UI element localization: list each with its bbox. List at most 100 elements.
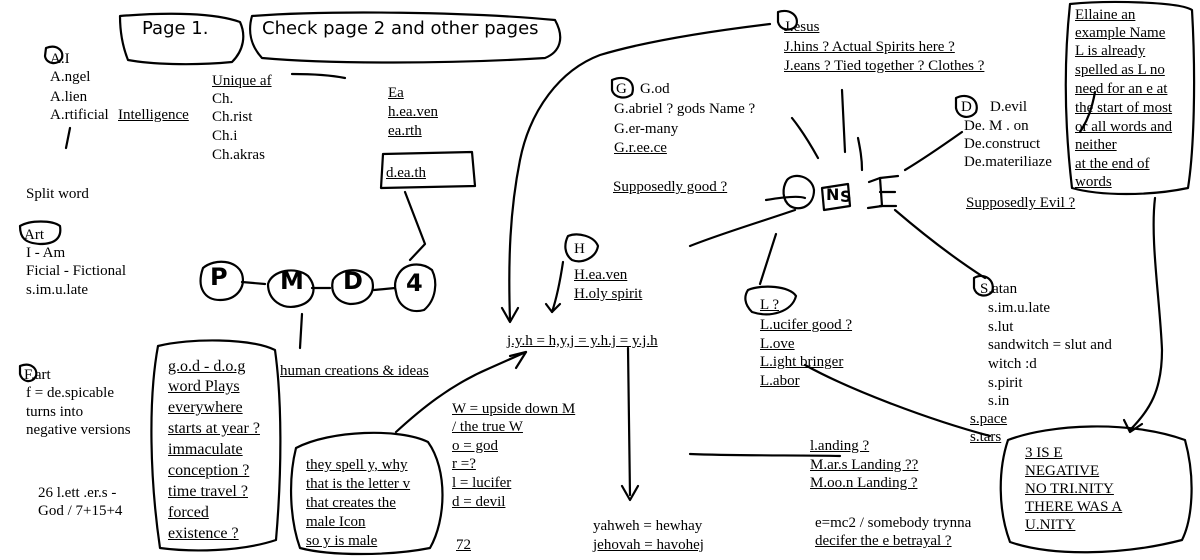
devil-line-3: De.construct (964, 136, 1041, 152)
satan-line-9: s.tars (970, 429, 1002, 445)
supposedly-evil: Supposedly Evil ? (966, 195, 1076, 211)
god-dog-line-1: g.o.d - d.o.g (168, 358, 246, 375)
circle-letter-4: 4 (406, 269, 423, 297)
twenty-six-line-1: 26 l.ett .er.s - (38, 485, 117, 501)
love-label: L ? (760, 297, 780, 313)
landing-line-2: M.ar.s Landing ?? (810, 457, 919, 473)
heaven-line-2: H.oly spirit (574, 286, 643, 302)
spell-y-line-5: so y is male (306, 533, 378, 549)
jesus-line-2: J.eans ? Tied together ? Clothes ? (784, 58, 985, 74)
god-dog-line-8: forced (168, 504, 209, 521)
landing-line-1: l.anding ? (810, 438, 870, 454)
satan-line-3: s.lut (988, 319, 1014, 335)
love-line-2: L.ove (760, 336, 795, 352)
satan-line-2: s.im.u.late (988, 300, 1051, 316)
god-dog-line-6: conception ? (168, 462, 250, 479)
god-dog-line-7: time travel ? (168, 483, 248, 500)
unique-line-3: Ch.i (212, 128, 238, 144)
earth-line-3: ea.rth (388, 123, 422, 139)
earth-line-2: h.ea.ven (388, 104, 438, 120)
yahweh-line-1: yahweh = hewhay (593, 518, 703, 534)
heaven-line-1: H.ea.ven (574, 267, 628, 283)
god-dog-line-5: immaculate (168, 441, 243, 458)
yahweh-line-2: jehovah = havohej (593, 537, 704, 553)
jesus-line-1: J.hins ? Actual Spirits here ? (784, 39, 955, 55)
three-is-e-line-5: U.NITY (1025, 517, 1076, 533)
art-line-3: s.im.u.late (26, 282, 89, 298)
emc2-line-1: e=mc2 / somebody trynna (815, 515, 972, 531)
three-is-e-line-2: NEGATIVE (1025, 463, 1100, 479)
circle-letter-p: P (210, 263, 228, 291)
human-creations-label: human creations & ideas (280, 363, 429, 379)
twenty-six-line-2: God / 7+15+4 (38, 503, 123, 519)
ai-line-3: A.lien (50, 89, 88, 105)
fart-line-3: turns into (26, 404, 84, 420)
center-letter-s: S (840, 187, 852, 206)
ellaine-line-2: example Name (1075, 25, 1166, 41)
art-line-2: Ficial - Fictional (26, 263, 126, 279)
spell-y-line-4: male Icon (306, 514, 366, 530)
jesus-heading: J.esus (784, 19, 820, 35)
satan-line-8: s.pace (970, 411, 1008, 427)
god-dog-line-3: everywhere (168, 399, 243, 416)
god-line-2: G.abriel ? gods Name ? (614, 101, 756, 117)
ellaine-line-10: words (1075, 174, 1112, 190)
love-line-4: L.abor (760, 373, 800, 389)
fart-line-1: F.art (24, 367, 51, 383)
ellaine-line-6: the start of most (1075, 100, 1173, 116)
ellaine-line-9: at the end of (1075, 156, 1150, 172)
intelligence-label: Intelligence (118, 107, 189, 123)
god-dog-line-2: word Plays (168, 378, 240, 395)
w-line-4: r =? (452, 456, 476, 472)
fart-line-4: negative versions (26, 422, 131, 438)
ai-line-4: A.rtificial (50, 107, 109, 123)
split-word-label: Split word (26, 186, 89, 202)
landing-line-3: M.oo.n Landing ? (810, 475, 918, 491)
devil-line-4: De.materiliaze (964, 154, 1052, 170)
god-label: G (616, 81, 627, 97)
unique-line-2: Ch.rist (212, 109, 253, 125)
w-line-3: o = god (452, 438, 498, 454)
heaven-label: H (574, 241, 585, 257)
center-letter-n: N (826, 185, 840, 204)
supposedly-good: Supposedly good ? (613, 179, 728, 195)
w-line-2: / the true W (452, 419, 523, 435)
ellaine-line-1: Ellaine an (1075, 7, 1136, 23)
ellaine-line-7: or all words and (1075, 119, 1173, 135)
three-is-e-line-1: 3 IS E (1025, 445, 1063, 461)
satan-line-5: witch :d (988, 356, 1037, 372)
ellaine-line-8: neither (1075, 137, 1117, 153)
three-is-e-line-3: NO TRI.NITY (1025, 481, 1114, 497)
earth-line-1: Ea (388, 85, 404, 101)
art-line-1: I - Am (26, 245, 66, 261)
page-label: Page 1. (142, 18, 209, 39)
god-line-3: G.er-many (614, 121, 679, 137)
page-number: 72 (456, 537, 471, 553)
spell-y-line-3: that creates the (306, 495, 396, 511)
unique-line-4: Ch.akras (212, 147, 265, 163)
check-note: Check page 2 and other pages (262, 18, 539, 39)
unique-heading: Unique af (212, 73, 272, 89)
god-dog-line-4: starts at year ? (168, 420, 260, 437)
circle-letter-d: D (343, 267, 363, 295)
ellaine-line-3: L is already (1075, 43, 1146, 59)
satan-line-6: s.pirit (988, 375, 1023, 391)
spell-y-line-2: that is the letter v (306, 476, 411, 492)
satan-line-4: sandwitch = slut and (988, 337, 1112, 353)
devil-label: D (961, 99, 972, 115)
art-label: Art (24, 227, 44, 243)
fart-line-2: f = de.spicable (26, 385, 115, 401)
ellaine-line-5: need for an e at (1075, 81, 1168, 97)
god-line-4: G.r.ee.ce (614, 140, 667, 156)
satan-line-1: S.atan (980, 281, 1018, 297)
unique-line-1: Ch. (212, 91, 234, 107)
ai-line-1: A.I (50, 51, 70, 67)
w-line-6: d = devil (452, 494, 506, 510)
love-line-3: L.ight bringer (760, 354, 844, 370)
love-line-1: L.ucifer good ? (760, 317, 853, 333)
ai-line-2: A.ngel (50, 69, 91, 85)
center-letter-e: E (874, 178, 888, 196)
devil-line-1: D.evil (990, 99, 1028, 115)
death-label: d.ea.th (386, 165, 426, 181)
